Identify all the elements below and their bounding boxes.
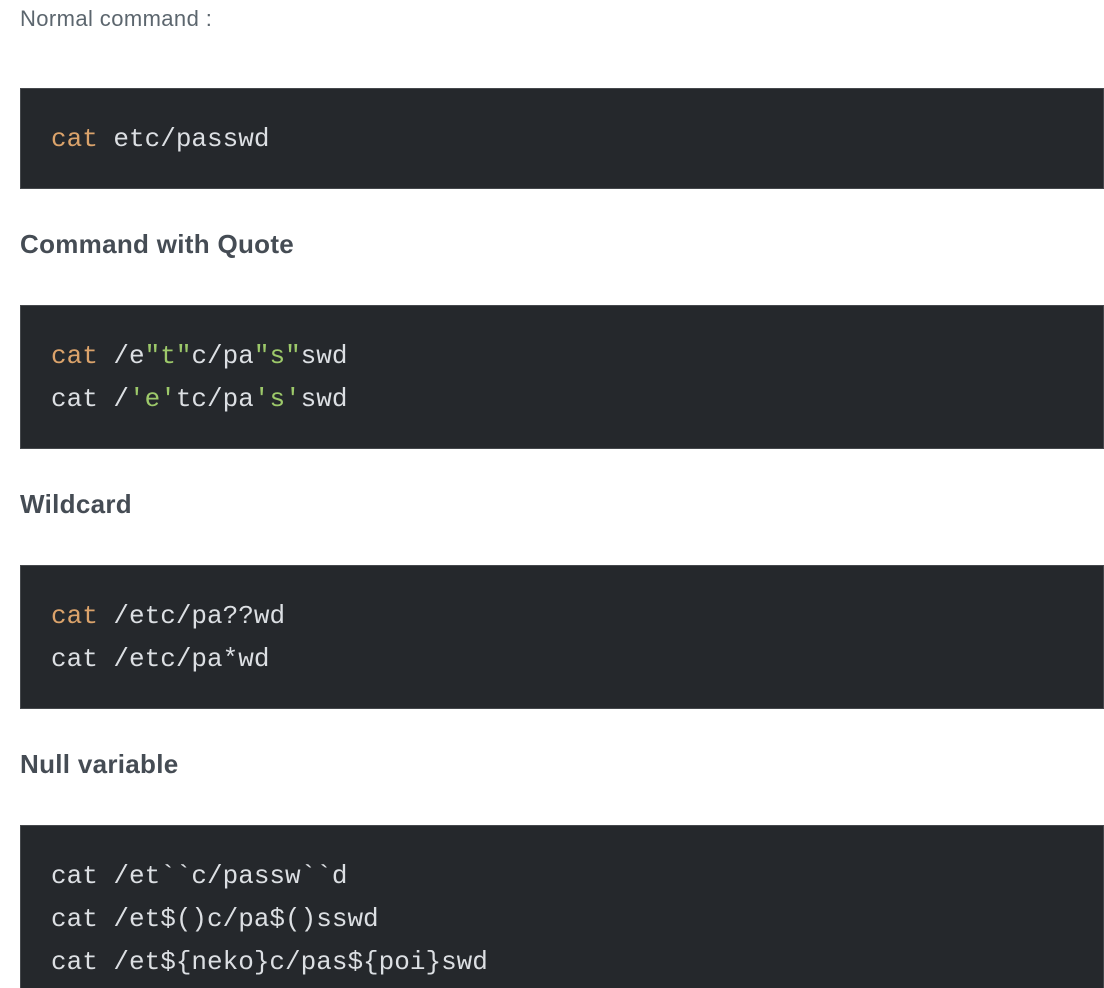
code-line: cat /e"t"c/pa"s"swd [51, 341, 347, 371]
code-segment-plain: /e [97, 341, 145, 371]
code-segment-string: 'e' [129, 384, 176, 414]
code-segment-plain: cat /et``c/passw``d [51, 861, 348, 891]
code-content: cat /e"t"c/pa"s"swd cat /'e'tc/pa's'swd [51, 341, 347, 414]
code-segment-string: 's' [253, 384, 301, 414]
code-line: cat etc/passwd [51, 124, 269, 154]
code-line: cat /'e'tc/pa's'swd [51, 384, 347, 414]
code-line: cat /et``c/passw``d [51, 861, 347, 891]
code-content: cat /etc/pa??wd cat /etc/pa*wd [51, 601, 285, 674]
code-line: cat /etc/pa*wd [51, 644, 269, 674]
code-segment-plain: cat / [51, 384, 130, 414]
code-segment-plain: /etc/pa??wd [97, 601, 286, 631]
code-segment-plain: cat /et$()c/pa$()sswd [51, 904, 379, 934]
code-segment-command: cat [51, 124, 98, 154]
code-line: cat /et$()c/pa$()sswd [51, 904, 379, 934]
code-block: cat /et``c/passw``d cat /et$()c/pa$()ssw… [20, 825, 1104, 988]
code-segment-plain: tc/pa [175, 384, 254, 414]
code-segment-command: cat [51, 341, 98, 371]
section-heading: Command with Quote [20, 229, 295, 259]
section-heading: Wildcard [20, 489, 132, 519]
code-segment-command: cat [51, 601, 98, 631]
code-block: cat /etc/pa??wd cat /etc/pa*wd [20, 565, 1104, 709]
code-content: cat /et``c/passw``d cat /et$()c/pa$()ssw… [51, 861, 488, 977]
code-segment-plain: cat /et${neko}c/pas${poi}swd [51, 947, 488, 977]
code-segment-string: "t" [144, 341, 192, 371]
intro-text: Normal command : [20, 6, 213, 31]
code-segment-plain: swd [300, 341, 348, 371]
code-content: cat etc/passwd [51, 124, 269, 154]
code-line: cat /et${neko}c/pas${poi}swd [51, 947, 488, 977]
code-segment-plain: etc/passwd [97, 124, 270, 154]
code-segment-string: "s" [253, 341, 301, 371]
section-heading: Null variable [20, 749, 179, 779]
code-segment-plain: c/pa [191, 341, 254, 371]
code-segment-plain: swd [300, 384, 348, 414]
code-block: cat /e"t"c/pa"s"swd cat /'e'tc/pa's'swd [20, 305, 1104, 449]
code-segment-plain: cat /etc/pa*wd [51, 644, 270, 674]
code-line: cat /etc/pa??wd [51, 601, 285, 631]
code-block: cat etc/passwd [20, 88, 1104, 189]
